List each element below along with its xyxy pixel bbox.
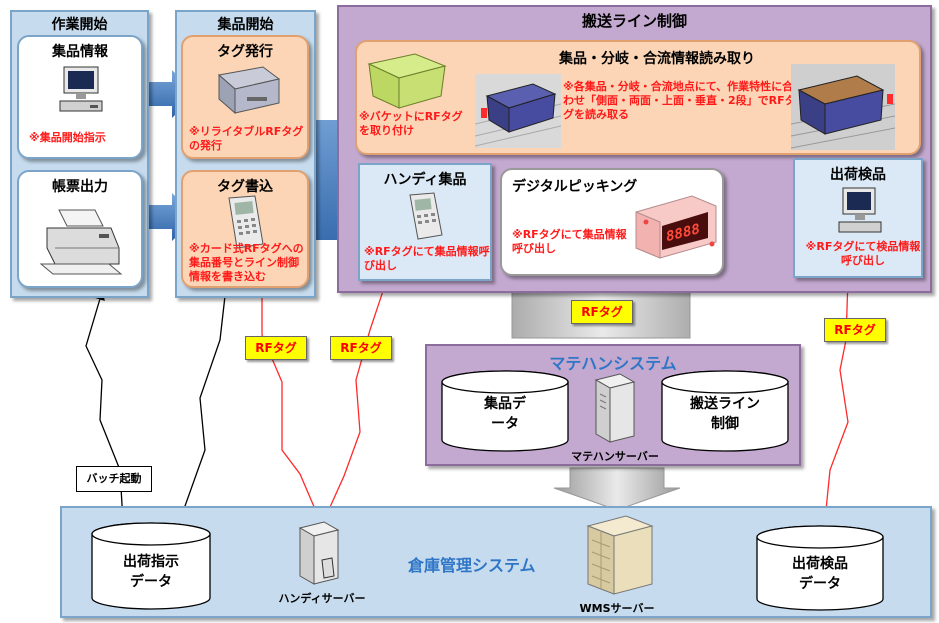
wh-db-right-label: 出荷検品データ [755,554,885,594]
work-start-title: 作業開始 [51,17,108,33]
conveyor-tote-icon [475,74,561,148]
conveyor-title: 搬送ライン制御 [581,12,687,30]
digital-picking-card[interactable]: デジタルピッキング ※RFタグにて集品情報呼び出し 8888 [500,168,724,276]
shipping-inspect-card[interactable]: 出荷検品 ※RFタグにて検品情報呼び出し [793,158,923,278]
conveyor-tote-icon-2 [791,64,895,150]
tag-issue-note: ※リライタブルRFタグの発行 [189,125,304,152]
handy-server-label: ハンディサーバー [278,592,366,605]
wms-server-icon [586,515,654,595]
form-output-title: 帳票出力 [52,179,108,195]
rf-tag-2: RFタグ [330,336,392,360]
rf-tag-4: RFタグ [824,318,886,342]
mh-db1-label: 集品データ [440,394,570,434]
handy-server-icon [298,521,340,585]
mh-server-label: マテハンサーバー [571,450,659,463]
wh-db-left-text: 出荷指示データ [123,554,179,590]
handy-note: ※RFタグにて集品情報呼び出し [364,245,490,272]
rf-link-handy [325,273,391,517]
mh-server-icon [594,373,636,443]
shipping-inspect-note: ※RFタグにて検品情報呼び出し [805,240,921,267]
mh-system-title: マテハンシステム [549,354,677,373]
rf-tag-1: RFタグ [245,336,307,360]
wh-db-order [91,522,211,610]
tag-issue-title: タグ発行 [217,44,273,60]
picking-info-note: ※集品開始指示 [29,131,106,144]
rf-link-tag-write [261,296,320,519]
wh-db-inspect [756,525,884,611]
data-link-tag-write [177,295,226,523]
read-right-note: ※各集品・分岐・合流地点にて、作業特性に合わせ「側面・両面・上面・垂直・2段」で… [563,80,796,121]
handy-terminal-icon [409,192,443,240]
wms-server-label: WMSサーバー [579,602,655,615]
tag-write-card[interactable]: タグ書込 ※カード式RFタグへの集品番号とライン制御情報を書き込む [181,170,309,288]
shipping-inspect-title: 出荷検品 [830,167,886,183]
arrow-mh-to-warehouse [553,467,681,511]
rf-tag-3: RFタグ [571,300,633,324]
mh-db-conveyor [661,370,789,452]
picking-start-title: 集品開始 [217,17,274,33]
rf-link-shipping [820,277,849,523]
batch-label: バッチ起動 [76,466,152,492]
picking-info-title: 集品情報 [52,44,108,60]
tag-printer-icon [217,66,281,115]
tag-write-title: タグ書込 [217,179,273,195]
pc-icon [59,66,103,112]
read-left-note: ※バケットにRFタグを取り付け [359,110,463,137]
mh-db-picking [441,370,569,452]
digital-note: ※RFタグにて集品情報呼び出し [512,228,627,255]
bucket-icon [367,53,447,109]
mh-db1-text: 集品データ [484,396,526,432]
read-section-card[interactable]: 集品・分岐・合流情報読み取り ※バケットにRFタグを取り付け ※各集品・分岐・合… [355,40,921,155]
inspection-pc-icon [838,187,882,233]
handy-title: ハンディ集品 [383,172,467,188]
digital-title: デジタルピッキング [512,179,638,195]
read-section-title: 集品・分岐・合流情報読み取り [559,51,755,67]
form-output-card[interactable]: 帳票出力 [17,170,143,288]
warehouse-title: 倉庫管理システム [408,556,536,575]
printer-icon [39,209,123,275]
wh-db-right-text: 出荷検品データ [792,556,848,592]
handheld-terminal-icon [228,195,264,249]
tag-issue-card[interactable]: タグ発行 ※リライタブルRFタグの発行 [181,35,309,159]
digital-display-icon [635,195,717,259]
tag-write-note: ※カード式RFタグへの集品番号とライン制御情報を書き込む [189,242,304,283]
mh-db2-text: 搬送ライン制御 [690,396,760,432]
wh-db-left-label: 出荷指示データ [90,552,212,592]
picking-info-card[interactable]: 集品情報 ※集品開始指示 [17,35,143,159]
mh-db2-label: 搬送ライン制御 [660,394,790,434]
handy-card[interactable]: ハンディ集品 ※RFタグにて集品情報呼び出し [358,163,492,281]
